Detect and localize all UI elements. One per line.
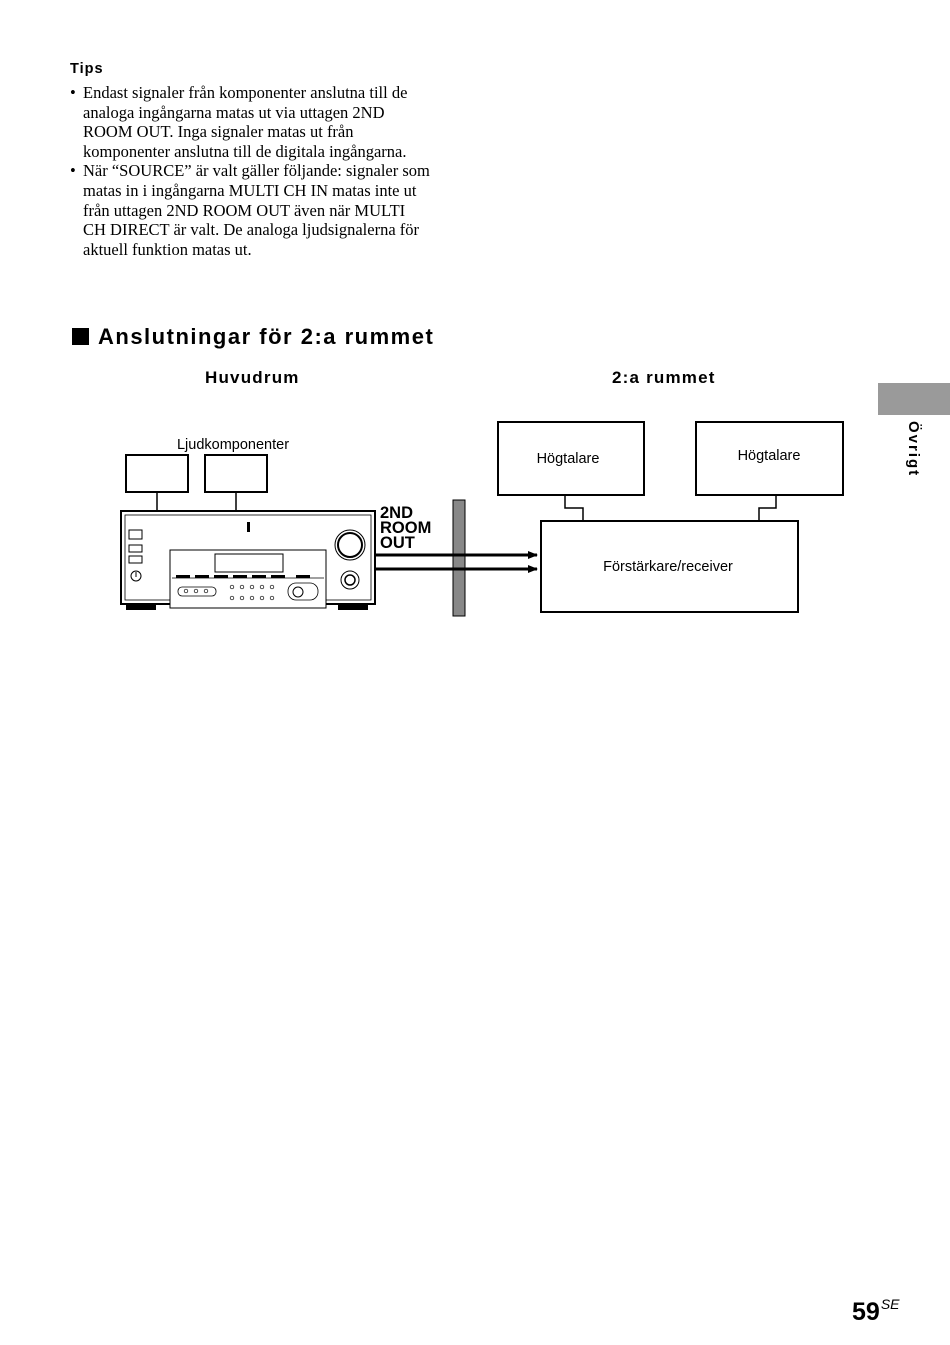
receiver-icon — [120, 510, 376, 610]
wall — [452, 499, 466, 617]
audio-component-box — [204, 454, 268, 493]
room-out-label-line: ROOM — [380, 519, 431, 537]
speaker-cable — [758, 495, 777, 521]
square-bullet-icon — [72, 328, 89, 345]
room-out-label-line: 2ND — [380, 504, 413, 522]
speaker-right-label: Högtalare — [738, 448, 801, 464]
side-tab-label: Övrigt — [905, 421, 922, 478]
audio-component-box — [125, 454, 189, 493]
page-number: 59SE — [852, 1296, 900, 1327]
room-out-label-line: OUT — [380, 534, 415, 552]
speaker-left-label: Högtalare — [537, 451, 600, 467]
audio-components-label: Ljudkomponenter — [177, 437, 289, 453]
page-number-value: 59 — [852, 1298, 880, 1326]
speaker-box-left — [497, 421, 645, 496]
tips-list: •Endast signaler från komponenter anslut… — [70, 83, 430, 259]
tips-item-text: Endast signaler från komponenter anslutn… — [83, 83, 408, 161]
second-room-label: 2:a rummet — [612, 368, 716, 387]
tips-title: Tips — [70, 61, 104, 77]
section-heading: Anslutningar för 2:a rummet — [72, 324, 434, 350]
tips-item: •När “SOURCE” är valt gäller följande: s… — [70, 161, 430, 259]
tips-item: •Endast signaler från komponenter anslut… — [70, 83, 408, 161]
main-room-label: Huvudrum — [205, 368, 300, 387]
section-heading-text: Anslutningar för 2:a rummet — [98, 324, 435, 349]
speaker-box-right — [695, 421, 844, 496]
amplifier-label: Förstärkare/receiver — [603, 559, 733, 575]
room-out-label: 2ND ROOM OUT — [380, 504, 436, 552]
side-tab — [878, 383, 950, 415]
page-number-suffix: SE — [880, 1296, 900, 1312]
amplifier-box — [540, 520, 799, 613]
speaker-cable — [564, 495, 584, 521]
tips-item-text: När “SOURCE” är valt gäller följande: si… — [83, 161, 430, 259]
